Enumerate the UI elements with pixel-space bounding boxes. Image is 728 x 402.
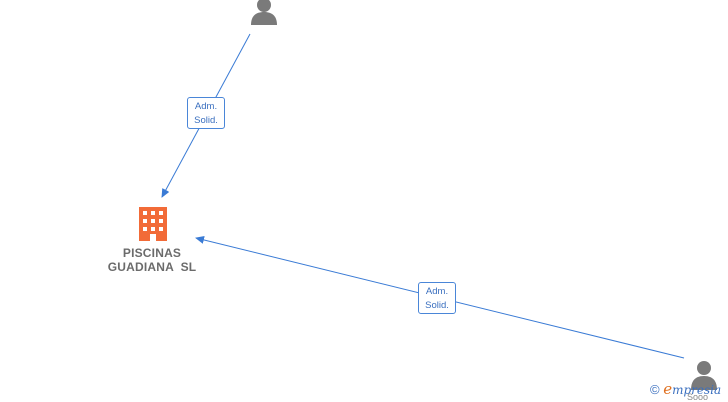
- building-icon[interactable]: [139, 207, 167, 241]
- person-icon[interactable]: [691, 361, 717, 390]
- company-name-line2: GUADIANA SL: [107, 260, 197, 274]
- relation-label-line1: Adm.: [425, 286, 449, 297]
- watermark-sub: Sooo: [687, 392, 709, 402]
- copyright-symbol: ©: [650, 382, 660, 397]
- company-name[interactable]: PISCINAS GUADIANA SL: [96, 246, 208, 274]
- relation-label-line2: Solid.: [194, 115, 218, 126]
- person-icon[interactable]: [251, 0, 277, 25]
- relation-label-bottom: Adm. Solid.: [418, 282, 456, 314]
- relation-label-line1: Adm.: [194, 101, 218, 112]
- watermark: © empresia: [650, 380, 721, 398]
- company-name-line1: PISCINAS: [122, 246, 182, 260]
- brand-initial: e: [663, 380, 673, 398]
- relation-label-top: Adm. Solid.: [187, 97, 225, 129]
- relation-label-line2: Solid.: [425, 300, 449, 311]
- brand-rest: mpresia: [672, 383, 722, 397]
